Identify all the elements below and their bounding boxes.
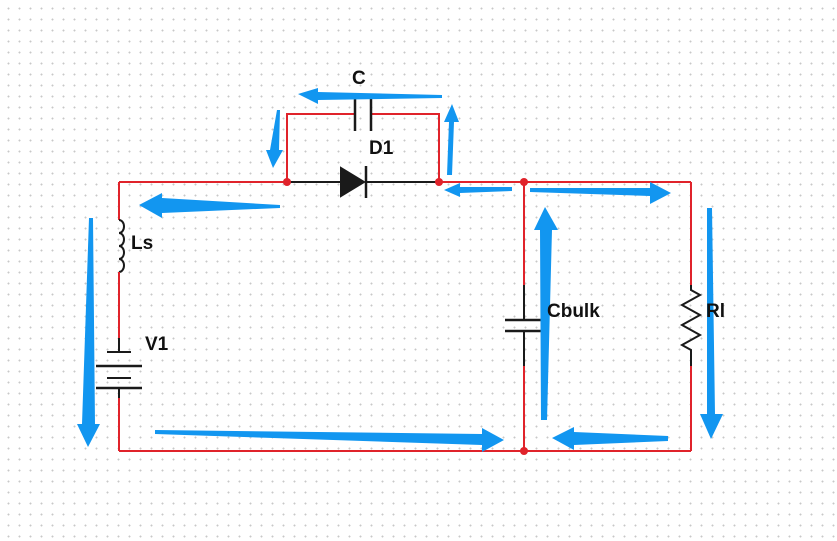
label-c: C (352, 68, 366, 89)
node-right (435, 178, 443, 186)
label-ls: Ls (131, 233, 153, 254)
node-left (283, 178, 291, 186)
junction-nodes (283, 178, 528, 455)
node-bottom-junction (520, 447, 528, 455)
wire-cap-loop-right (371, 113, 440, 182)
arrow-cap-c-left (298, 88, 442, 104)
arrow-rl-down (700, 208, 723, 439)
wire-cap-loop-left (286, 113, 355, 182)
arrow-cap-loop-down (266, 110, 283, 168)
arrow-bottom-right (155, 428, 504, 452)
resistor-rl (679, 285, 703, 366)
arrow-left-down (77, 218, 100, 447)
arrow-top-right (530, 182, 671, 204)
inductor-ls (118, 212, 125, 285)
current-arrows (77, 88, 723, 452)
diode-d1 (287, 166, 439, 198)
capacitor-c (353, 97, 373, 131)
source-v1 (96, 338, 142, 398)
node-top-junction (520, 178, 528, 186)
label-v1: V1 (145, 334, 169, 355)
arrow-node-left (444, 183, 512, 197)
label-d1: D1 (369, 138, 394, 159)
capacitor-cbulk (505, 285, 543, 366)
arrow-top-left (139, 193, 280, 218)
label-cbulk: Cbulk (547, 301, 600, 322)
arrow-bottom-left (552, 427, 668, 450)
arrow-cbulk-up (534, 207, 558, 420)
label-rl: Rl (706, 301, 725, 322)
arrow-cap-loop-up (444, 104, 459, 175)
wires (118, 113, 692, 452)
